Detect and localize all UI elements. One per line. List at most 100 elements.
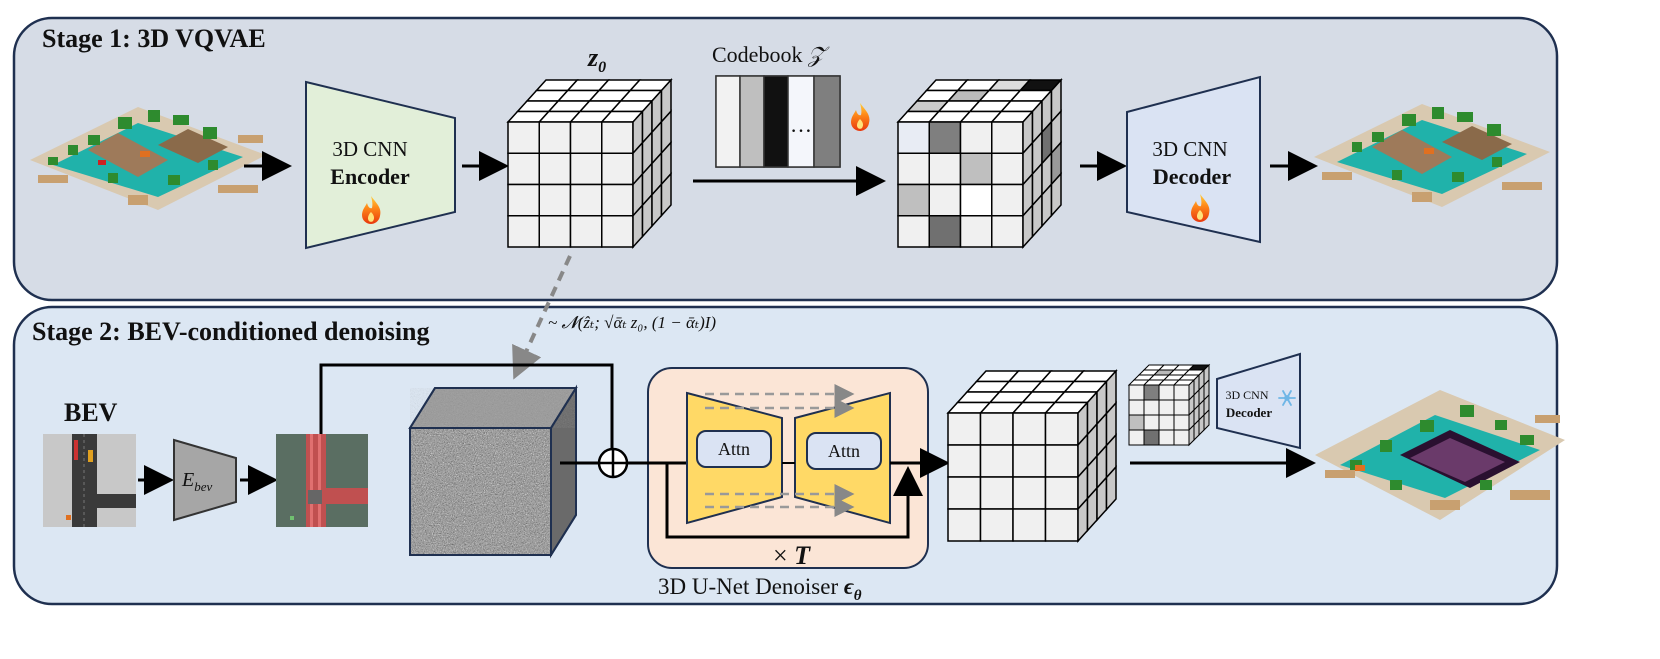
cube-cell	[991, 121, 1024, 154]
bev-label: BEV	[64, 398, 118, 427]
cube-cell	[538, 215, 572, 248]
cube-cell	[1143, 399, 1160, 416]
cube-cell	[1128, 399, 1145, 416]
cube-cell	[947, 444, 982, 478]
codebook-bars	[715, 75, 841, 168]
decoder-line1: 3D CNN	[1152, 137, 1227, 161]
cube-cell	[1012, 412, 1047, 446]
cube-cell	[1105, 465, 1117, 512]
cube-cell	[947, 508, 982, 542]
cube-cell	[1044, 412, 1079, 446]
cube-cell	[1143, 384, 1160, 401]
ebev-label: Ebev	[181, 469, 212, 494]
sampling-arrow	[512, 255, 572, 380]
denoiser-label: 3D U-Net Denoiser ϵθ	[658, 574, 862, 604]
reconstructed-scene-image	[1314, 104, 1550, 207]
cube-cell	[897, 152, 930, 186]
cube-cell	[1143, 414, 1160, 431]
quantized-cube	[896, 78, 1063, 249]
cube-cell	[538, 183, 572, 217]
stage2-title: Stage 2: BEV-conditioned denoising	[32, 317, 430, 346]
input-scene-image	[30, 107, 266, 210]
small-quantized-cube	[1127, 363, 1211, 447]
attn-label-1: Attn	[718, 439, 750, 459]
encoder-block	[305, 80, 456, 250]
cube-cell	[1050, 171, 1062, 218]
cube-cell	[959, 152, 993, 186]
cube-cell	[1173, 429, 1190, 446]
cube-cell	[1143, 429, 1160, 446]
cube-cell	[1203, 408, 1210, 432]
cube-cell	[991, 152, 1024, 186]
cube-cell	[1128, 414, 1145, 431]
frozen-decoder-line1: 3D CNN	[1225, 388, 1268, 402]
stage1-title: Stage 1: 3D VQVAE	[42, 24, 266, 53]
cube-cell	[507, 183, 540, 217]
cube-cell	[928, 152, 962, 186]
cube-cell	[507, 121, 540, 154]
cube-cell	[1044, 444, 1079, 478]
noise-cube	[408, 384, 578, 559]
attn-block-2	[806, 432, 882, 470]
bev-feature-image	[276, 434, 368, 527]
cube-cell	[660, 171, 672, 218]
cube-cell	[959, 121, 993, 154]
snowflake-icon	[1278, 390, 1296, 406]
denoised-latent-cube	[946, 369, 1118, 543]
decoder-line2: Decoder	[1153, 164, 1231, 189]
encoder-line2: Encoder	[330, 164, 410, 189]
repeat-label: × T	[773, 541, 811, 570]
cube-cell	[947, 476, 982, 510]
bev-image	[43, 434, 136, 527]
attn-block-1	[696, 430, 772, 468]
cube-cell	[1158, 414, 1175, 431]
cube-cell	[601, 121, 634, 154]
latent-cube-z0	[506, 78, 673, 249]
cube-cell	[1173, 399, 1190, 416]
cube-cell	[959, 215, 993, 248]
codebook-label: Codebook 𝒵	[712, 42, 830, 67]
cube-cell	[991, 215, 1024, 248]
cube-cell	[959, 183, 993, 217]
cube-cell	[1158, 384, 1175, 401]
codebook-ellipsis: …	[790, 112, 812, 137]
cube-cell	[1173, 414, 1190, 431]
cube-cell	[569, 183, 603, 217]
frozen-decoder-line2: Decoder	[1226, 405, 1272, 420]
noise-formula: ~ 𝓝(ẑₜ; √ᾱₜ z₀, (1 − ᾱₜ)I)	[548, 313, 716, 332]
plus-circle-icon	[597, 447, 629, 479]
cube-cell	[538, 121, 572, 154]
cube-cell	[1044, 508, 1079, 542]
cube-cell	[979, 412, 1014, 446]
attn-label-2: Attn	[828, 441, 860, 461]
generated-scene-image	[1315, 390, 1565, 520]
repeat-loop	[665, 463, 923, 539]
cube-cell	[569, 215, 603, 248]
cube-cell	[897, 183, 930, 217]
cube-cell	[601, 183, 634, 217]
cube-cell	[1173, 384, 1190, 401]
cube-cell	[897, 121, 930, 154]
cube-cell	[1158, 429, 1175, 446]
cube-cell	[1044, 476, 1079, 510]
cube-cell	[601, 215, 634, 248]
cube-cell	[1128, 429, 1145, 446]
cube-cell	[979, 508, 1014, 542]
cube-cell	[947, 412, 982, 446]
cube-cell	[991, 183, 1024, 217]
encoder-line1: 3D CNN	[332, 137, 407, 161]
cube-cell	[507, 152, 540, 186]
cube-cell	[1012, 476, 1047, 510]
cube-cell	[979, 444, 1014, 478]
decoder-block	[1126, 75, 1261, 244]
ebev-encoder-block	[173, 438, 237, 522]
cube-cell	[507, 215, 540, 248]
cube-cell	[1128, 384, 1145, 401]
cube-cell	[601, 152, 634, 186]
cube-cell	[897, 215, 930, 248]
cube-cell	[1158, 399, 1175, 416]
latent-label: z0	[587, 43, 606, 76]
cube-cell	[569, 152, 603, 186]
cube-cell	[928, 215, 962, 248]
